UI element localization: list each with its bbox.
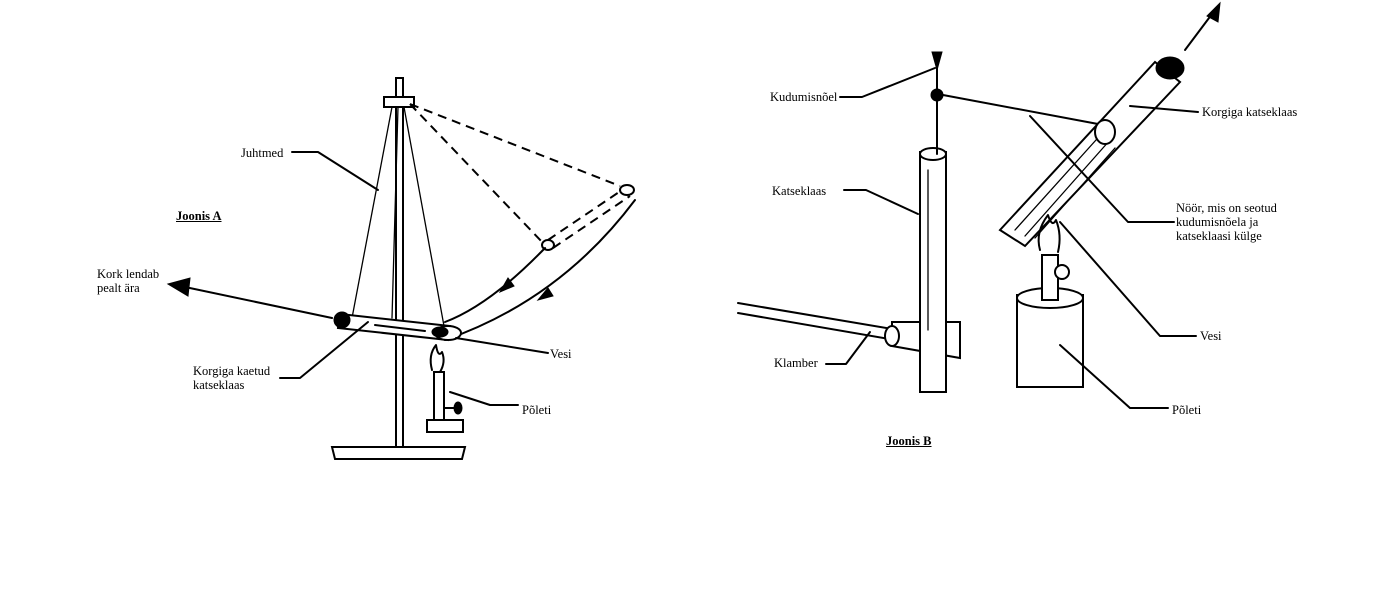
dashed-wire-2 bbox=[409, 103, 621, 187]
swung-tube-edge-2 bbox=[552, 195, 631, 249]
vertical-tube bbox=[919, 151, 947, 393]
tube-leader bbox=[843, 189, 919, 215]
cork-flight-arrowhead bbox=[166, 277, 191, 297]
label-clamp: Klamber bbox=[774, 356, 818, 370]
corked-tube-leader-b bbox=[1129, 105, 1199, 113]
flame-a bbox=[429, 344, 445, 373]
label-corked-tube-a: Korgiga kaetud katseklaas bbox=[193, 364, 271, 392]
label-burner-a: Põleti bbox=[522, 403, 552, 417]
wire-right bbox=[403, 106, 445, 327]
burner-knob-b bbox=[1054, 264, 1070, 280]
clamp-leader bbox=[825, 331, 871, 365]
tilted-tube-body bbox=[998, 60, 1182, 248]
clamp-bar-top bbox=[737, 302, 899, 331]
cork-flight-arrowhead-b bbox=[1206, 1, 1221, 23]
needle-tip bbox=[931, 51, 943, 72]
vertical-tube-mouth bbox=[919, 147, 947, 161]
clamp-bar-bottom bbox=[737, 312, 896, 341]
top-clip bbox=[383, 96, 415, 108]
burner-knob-end-a bbox=[453, 401, 463, 415]
tube-cross-stripe bbox=[374, 324, 426, 332]
corked-tube-leader bbox=[279, 321, 369, 379]
burner-foot-a bbox=[426, 419, 464, 433]
cork-flight-b bbox=[1184, 13, 1213, 51]
tilted-tube-hatching bbox=[1014, 129, 1116, 239]
water-leader-a bbox=[455, 337, 549, 354]
tilted-tube-cork bbox=[1155, 56, 1185, 80]
wire-left bbox=[351, 106, 393, 319]
stand-base bbox=[330, 446, 467, 460]
label-water-b: Vesi bbox=[1200, 329, 1222, 343]
label-cork-flies: Kork lendab pealt ära bbox=[97, 267, 160, 295]
label-burner-b: Põleti bbox=[1172, 403, 1202, 417]
clamp-screw bbox=[884, 325, 900, 347]
swung-tube-edge-1 bbox=[547, 187, 626, 241]
cork-flight-line bbox=[184, 286, 333, 319]
label-water-a: Vesi bbox=[550, 347, 572, 361]
label-tube: Katseklaas bbox=[772, 184, 827, 198]
wires-leader bbox=[291, 151, 379, 191]
string-leader bbox=[1029, 115, 1175, 223]
tube-cork-left bbox=[333, 311, 351, 329]
needle-knot bbox=[930, 88, 944, 102]
stand-rod bbox=[395, 77, 404, 448]
burner-neck-b bbox=[1041, 254, 1059, 301]
label-needle: Kudumisnõel bbox=[770, 90, 838, 104]
flame-b bbox=[1037, 214, 1061, 253]
label-corked-tube-b: Korgiga katseklaas bbox=[1202, 105, 1298, 119]
motion-arrowhead-1 bbox=[498, 277, 515, 294]
figure-b-title: Joonis B bbox=[886, 434, 932, 448]
label-string: Nöör, mis on seotud kudumisnõela ja kats… bbox=[1176, 201, 1277, 243]
motion-arc-2 bbox=[444, 199, 636, 341]
swung-tube-cork bbox=[619, 184, 635, 196]
tube-water-blob bbox=[431, 326, 449, 338]
figure-a-title: Joonis A bbox=[176, 209, 222, 223]
dashed-wire-1 bbox=[409, 103, 546, 246]
label-wires: Juhtmed bbox=[241, 146, 284, 160]
string bbox=[942, 94, 1099, 125]
tilted-tube-ring bbox=[1094, 119, 1116, 145]
water-leader-b bbox=[1059, 221, 1197, 337]
needle-leader bbox=[839, 67, 936, 98]
burner-body-b bbox=[1016, 294, 1084, 388]
burner-leader-a bbox=[449, 391, 519, 406]
burner-leader-b bbox=[1059, 344, 1169, 409]
wire-mid bbox=[391, 106, 399, 319]
motion-arc-1 bbox=[444, 247, 546, 323]
motion-arrowhead-2 bbox=[536, 287, 554, 301]
